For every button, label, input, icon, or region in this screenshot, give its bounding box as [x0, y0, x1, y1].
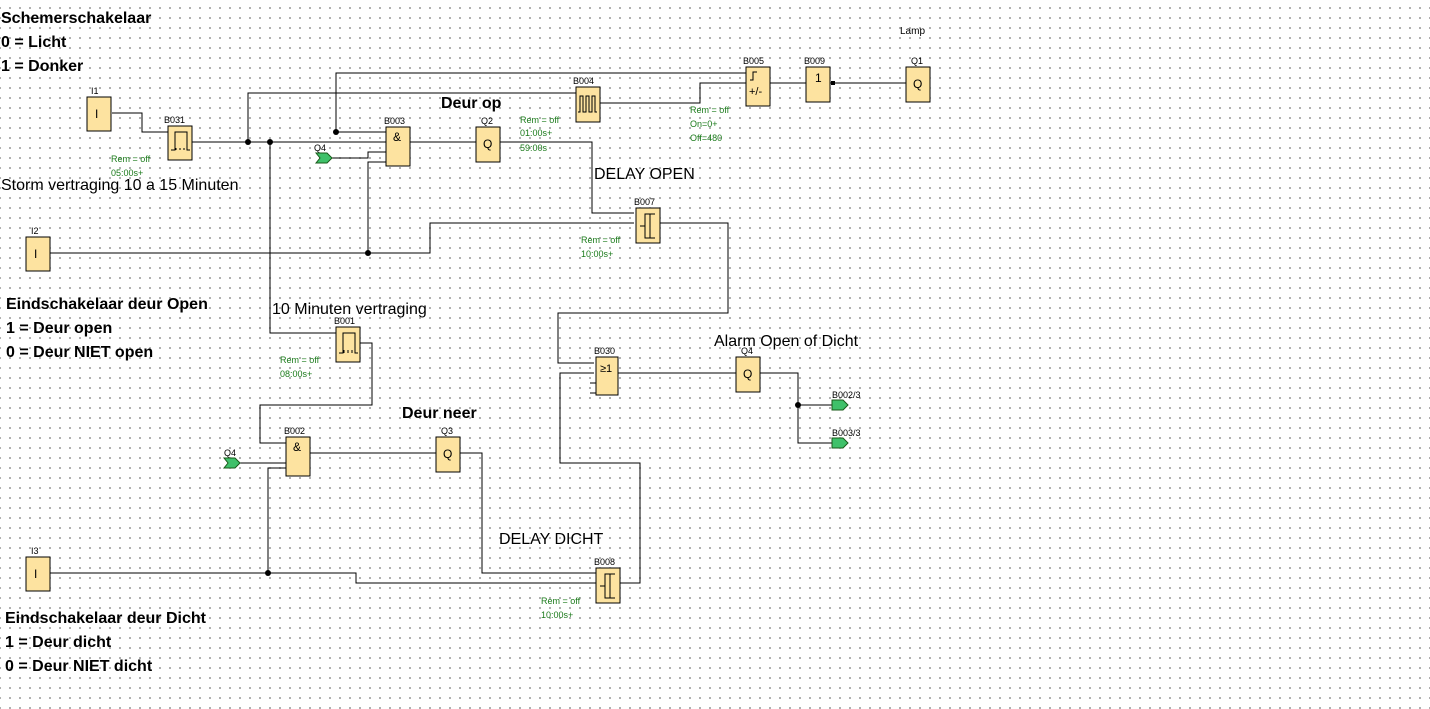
svg-text:I: I: [95, 107, 98, 121]
annotation-labels: Schemerschakelaar 0 = Licht 1 = Donker D…: [1, 10, 859, 675]
block-b009[interactable]: B009 1: [804, 56, 831, 103]
svg-text:B009: B009: [804, 56, 825, 66]
svg-text:&: &: [293, 440, 301, 454]
block-q4[interactable]: Q4 Q: [735, 346, 761, 393]
svg-text:Rem = off: Rem = off: [520, 115, 560, 125]
block-b005[interactable]: B005 +/- Rem = off On=0+ Off=480: [690, 56, 771, 143]
schemer-title: Schemerschakelaar: [1, 10, 151, 27]
tien-min-label: 10 Minuten vertraging: [272, 301, 427, 318]
lamp-label: Lamp: [900, 26, 925, 37]
block-q2[interactable]: Q2 Q: [475, 116, 501, 163]
block-q3[interactable]: Q3 Q: [435, 426, 461, 473]
svg-text:B002/3: B002/3: [832, 390, 861, 400]
svg-text:Rem = off: Rem = off: [280, 355, 320, 365]
svg-text:I2: I2: [31, 226, 39, 236]
svg-text:B030: B030: [594, 346, 615, 356]
dicht-title: Eindschakelaar deur Dicht: [5, 610, 207, 627]
flag-b002-3[interactable]: B002/3: [831, 390, 861, 411]
block-b001[interactable]: B001 Rem = off 08:00s+: [280, 316, 361, 379]
pulse-generator-icon: [578, 95, 597, 113]
open-0: 0 = Deur NIET open: [6, 344, 153, 361]
alarm-label: Alarm Open of Dicht: [714, 333, 859, 350]
deur-op-label: Deur op: [441, 95, 502, 112]
svg-text:B001: B001: [334, 316, 355, 326]
svg-text:B003/3: B003/3: [832, 428, 861, 438]
svg-text:I: I: [34, 567, 37, 581]
svg-text:B008: B008: [594, 557, 615, 567]
schemer-0: 0 = Licht: [1, 34, 67, 51]
svg-text:B003: B003: [384, 116, 405, 126]
svg-text:Off=480: Off=480: [690, 133, 722, 143]
schemer-1: 1 = Donker: [1, 58, 83, 75]
block-b030[interactable]: B030 ≥1: [590, 346, 619, 396]
svg-text:≥1: ≥1: [600, 363, 612, 375]
block-i1[interactable]: I1 I: [86, 86, 112, 132]
svg-text:Q: Q: [483, 137, 492, 151]
counter-icon: [750, 71, 757, 81]
block-b031[interactable]: B031 Rem = off 05:00s+: [111, 115, 193, 178]
svg-text:10:00s+: 10:00s+: [541, 610, 573, 620]
svg-text:B005: B005: [743, 56, 764, 66]
svg-text:&: &: [393, 130, 401, 144]
svg-text:I3: I3: [31, 546, 39, 556]
svg-text:Q: Q: [743, 367, 752, 381]
svg-text:59:00s: 59:00s: [520, 143, 548, 153]
svg-text:On=0+: On=0+: [690, 119, 718, 129]
dicht-1: 1 = Deur dicht: [5, 634, 112, 651]
svg-text:Rem = off: Rem = off: [581, 235, 621, 245]
svg-text:I: I: [34, 247, 37, 261]
svg-text:10:00s+: 10:00s+: [581, 249, 613, 259]
svg-text:05:00s+: 05:00s+: [111, 168, 143, 178]
block-b003[interactable]: B003 &: [384, 116, 411, 167]
block-b004[interactable]: B004 Rem = off 01:00s+ 59:00s: [520, 76, 601, 153]
svg-text:B004: B004: [573, 76, 594, 86]
block-b007[interactable]: B007 Rem = off 10:00s+: [581, 197, 661, 259]
deur-neer-label: Deur neer: [402, 405, 477, 422]
storm-label: Storm vertraging 10 a 15 Minuten: [1, 177, 238, 194]
block-b008[interactable]: B008 Rem = off 10:00s+: [541, 557, 621, 620]
block-i3[interactable]: I3 I: [25, 546, 51, 592]
wire-junctions: [245, 81, 835, 576]
svg-text:B007: B007: [634, 197, 655, 207]
flag-q4-top[interactable]: Q4: [314, 143, 333, 164]
dicht-0: 0 = Deur NIET dicht: [5, 658, 153, 675]
flag-q4-bottom[interactable]: Q4: [222, 448, 241, 469]
svg-text:Q4: Q4: [224, 448, 236, 458]
block-b002[interactable]: B002 &: [284, 426, 311, 477]
open-1: 1 = Deur open: [6, 320, 112, 337]
block-i2[interactable]: I2 I: [25, 226, 51, 272]
svg-text:B031: B031: [164, 115, 185, 125]
svg-text:Q4: Q4: [314, 143, 326, 153]
svg-text:Q3: Q3: [441, 426, 453, 436]
pulse-icon: [339, 332, 358, 354]
open-title: Eindschakelaar deur Open: [6, 296, 208, 313]
flag-b003-3[interactable]: B003/3: [831, 428, 861, 449]
svg-text:Q: Q: [443, 447, 452, 461]
svg-text:Rem = off: Rem = off: [111, 154, 151, 164]
block-q1[interactable]: Lamp Q1 Q: [900, 26, 931, 103]
svg-text:Q: Q: [913, 77, 922, 91]
pulse-icon: [171, 131, 190, 151]
delay-dicht-label: DELAY DICHT: [499, 531, 604, 548]
svg-text:I1: I1: [91, 86, 99, 96]
svg-text:01:00s+: 01:00s+: [520, 128, 552, 138]
delay-open-label: DELAY OPEN: [594, 166, 695, 183]
svg-text:Q2: Q2: [481, 116, 493, 126]
svg-text:Q1: Q1: [911, 56, 923, 66]
svg-text:Q4: Q4: [741, 346, 753, 356]
svg-text:B002: B002: [284, 426, 305, 436]
svg-text:08:00s+: 08:00s+: [280, 369, 312, 379]
svg-text:+/-: +/-: [749, 86, 762, 98]
svg-text:Rem = off: Rem = off: [541, 596, 581, 606]
svg-text:Rem = off: Rem = off: [690, 105, 730, 115]
svg-text:1: 1: [815, 71, 822, 85]
